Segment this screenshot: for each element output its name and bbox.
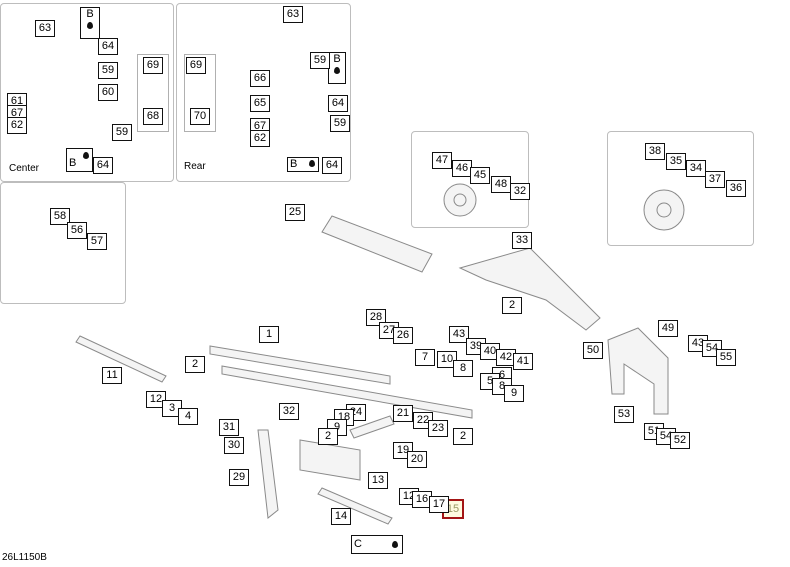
lube-letter: B (333, 53, 341, 65)
part-label[interactable]: 32 (279, 403, 299, 420)
drop-icon (87, 22, 93, 29)
part-label[interactable]: 25 (285, 204, 305, 221)
part-label[interactable]: 66 (250, 70, 270, 87)
part-label[interactable]: 29 (229, 469, 249, 486)
arm-drawing (257, 429, 279, 519)
rear-bolt-inset (184, 54, 216, 132)
part-label[interactable]: 45 (470, 167, 490, 184)
drop-icon (392, 541, 398, 548)
part-label[interactable]: 20 (407, 451, 427, 468)
part-label[interactable]: 60 (98, 84, 118, 101)
center-caption: Center (9, 163, 40, 174)
part-label[interactable]: 30 (224, 437, 244, 454)
lube-letter: B (69, 157, 77, 169)
rear-idler-panel (607, 131, 754, 246)
part-label[interactable]: 37 (705, 171, 725, 188)
part-label[interactable]: 47 (432, 152, 452, 169)
part-label[interactable]: 23 (428, 420, 448, 437)
rail-drawing (209, 345, 391, 385)
front-arm-drawing (299, 439, 361, 481)
part-label[interactable]: 62 (7, 117, 27, 134)
part-label[interactable]: 31 (219, 419, 239, 436)
shaft-14-drawing (317, 487, 393, 525)
rear-caption: Rear (184, 161, 206, 172)
part-label[interactable]: 13 (368, 472, 388, 489)
part-label[interactable]: 42 (496, 349, 516, 366)
part-label[interactable]: 48 (491, 176, 511, 193)
part-label[interactable]: 50 (583, 342, 603, 359)
part-label[interactable]: 12 (146, 391, 166, 408)
part-label[interactable]: 57 (87, 233, 107, 250)
part-label[interactable]: 69 (143, 57, 163, 74)
part-label[interactable]: 64 (93, 157, 113, 174)
part-label[interactable]: 65 (250, 95, 270, 112)
rear-shock-panel (176, 3, 351, 182)
part-label[interactable]: 59 (98, 62, 118, 79)
part-label[interactable]: 32 (510, 183, 530, 200)
part-label[interactable]: 21 (393, 405, 413, 422)
rear-arm-drawing (458, 247, 601, 331)
part-label[interactable]: 59 (310, 52, 330, 69)
part-label[interactable]: 34 (686, 160, 706, 177)
drop-icon (309, 160, 315, 167)
part-label[interactable]: 36 (726, 180, 746, 197)
part-label[interactable]: 56 (67, 222, 87, 239)
lube-mark-b: B (287, 157, 319, 172)
part-label[interactable]: 28 (366, 309, 386, 326)
cross-shaft-drawing (321, 215, 433, 273)
part-label[interactable]: 8 (453, 360, 473, 377)
center-bolt-inset (137, 54, 169, 132)
part-label[interactable]: 26 (393, 327, 413, 344)
part-label[interactable]: 55 (716, 349, 736, 366)
bracket-panel (0, 182, 126, 304)
part-label[interactable]: 35 (666, 153, 686, 170)
part-label[interactable]: 41 (513, 353, 533, 370)
drop-icon (334, 67, 340, 74)
part-label[interactable]: 63 (35, 20, 55, 37)
lube-mark-b: B (328, 52, 346, 84)
part-label[interactable]: 53 (614, 406, 634, 423)
part-label[interactable]: 17 (429, 496, 449, 513)
diagram-code: 26L1150B (2, 552, 47, 563)
part-label[interactable]: 14 (331, 508, 351, 525)
part-label[interactable]: 2 (453, 428, 473, 445)
part-label[interactable]: 43 (449, 326, 469, 343)
part-label[interactable]: 59 (112, 124, 132, 141)
part-label[interactable]: 70 (190, 108, 210, 125)
lube-letter: B (86, 8, 94, 20)
part-label[interactable]: 62 (250, 130, 270, 147)
part-label[interactable]: 2 (185, 356, 205, 373)
link-drawing (349, 415, 395, 439)
part-label[interactable]: 63 (283, 6, 303, 23)
right-bracket-drawing (607, 327, 669, 415)
part-label[interactable]: 59 (330, 115, 350, 132)
part-label[interactable]: 52 (670, 432, 690, 449)
part-label[interactable]: 68 (143, 108, 163, 125)
part-label[interactable]: 46 (452, 160, 472, 177)
part-label[interactable]: 64 (328, 95, 348, 112)
part-label[interactable]: 33 (512, 232, 532, 249)
part-label[interactable]: 69 (186, 57, 206, 74)
part-label[interactable]: 64 (98, 38, 118, 55)
part-label[interactable]: 4 (178, 408, 198, 425)
part-label[interactable]: 10 (437, 351, 457, 368)
part-label[interactable]: 1 (259, 326, 279, 343)
shaft-drawing (75, 335, 167, 383)
part-label[interactable]: 11 (102, 367, 122, 384)
part-label[interactable]: 49 (658, 320, 678, 337)
lube-mark-b: B (66, 148, 93, 172)
part-label[interactable]: 2 (318, 428, 338, 445)
drop-icon (83, 152, 89, 159)
part-label[interactable]: 9 (504, 385, 524, 402)
part-label[interactable]: 58 (50, 208, 70, 225)
lube-letter: B (290, 158, 298, 170)
lube-mark-b: B (80, 7, 100, 39)
front-idler-panel (411, 131, 529, 228)
lube-mark-c: C (351, 535, 403, 554)
part-label[interactable]: 7 (415, 349, 435, 366)
part-label[interactable]: 64 (322, 157, 342, 174)
part-label[interactable]: 38 (645, 143, 665, 160)
part-label[interactable]: 2 (502, 297, 522, 314)
lube-letter: C (354, 538, 362, 550)
